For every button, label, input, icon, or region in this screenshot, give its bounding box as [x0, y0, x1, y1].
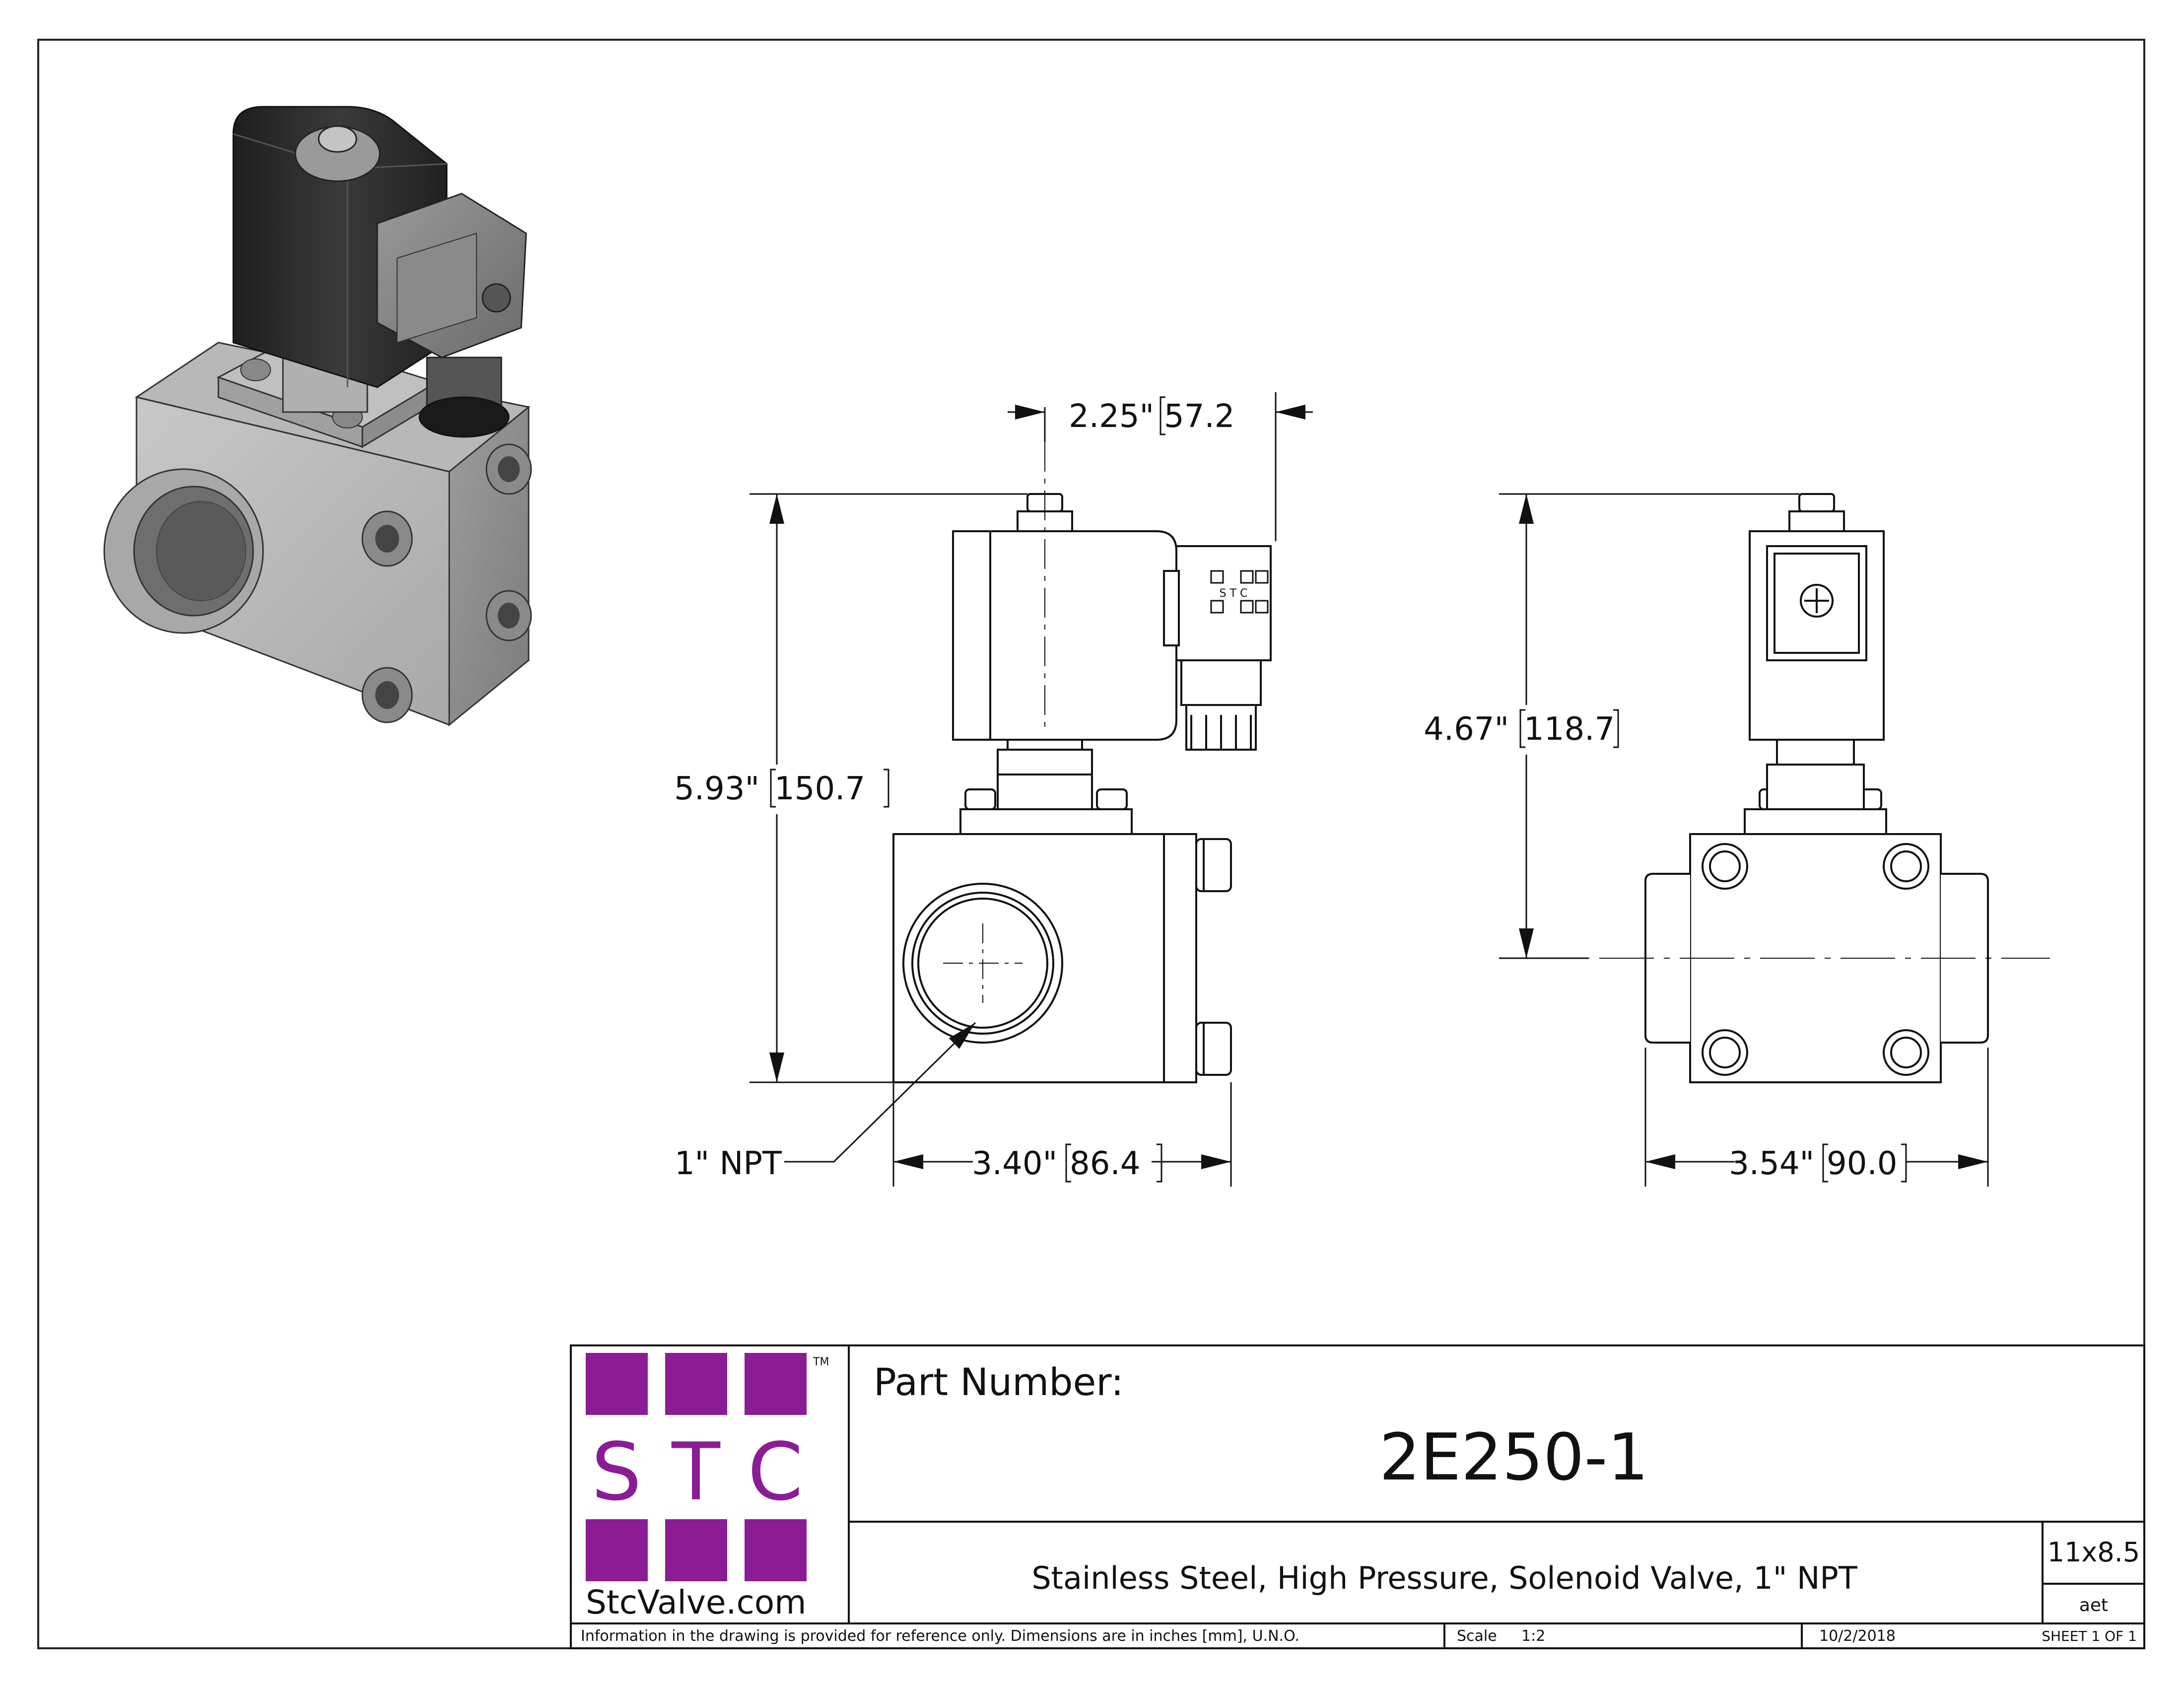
mm-brackets	[770, 396, 1907, 1183]
dim-port-label: 1" NPT	[675, 1145, 782, 1182]
dim-side-width-mm: 90.0	[1827, 1145, 1898, 1182]
sheet-number: SHEET 1 OF 1	[2042, 1628, 2137, 1644]
dimension-texts: 2.25" 57.2 5.93" 150.7 3.40" 86.4 1" NPT…	[674, 398, 1897, 1182]
drawn-by: aet	[2079, 1595, 2108, 1616]
bolt-icon	[361, 443, 532, 723]
dim-height-total: 5.93"	[674, 771, 759, 807]
sheet-size: 11x8.5	[2048, 1537, 2140, 1568]
website-text: StcValve.com	[586, 1583, 806, 1621]
title-block	[570, 1344, 2145, 1649]
scale-value: 1:2	[1521, 1627, 1545, 1645]
part-number-label: Part Number:	[874, 1360, 1124, 1404]
dim-side-width: 3.54"	[1729, 1145, 1814, 1182]
logo-letter-c: C	[748, 1425, 803, 1518]
connector-label: S T C	[1220, 587, 1248, 600]
logo-letter-t: T	[671, 1425, 721, 1518]
reference-note: Information in the drawing is provided f…	[581, 1627, 1299, 1645]
dim-body-width: 3.40"	[972, 1145, 1057, 1182]
dim-height-side: 4.67"	[1424, 711, 1509, 748]
stc-logo: S T C TM	[586, 1353, 829, 1581]
part-description: Stainless Steel, High Pressure, Solenoid…	[1031, 1560, 1858, 1596]
dim-height-side-mm: 118.7	[1524, 711, 1615, 748]
dim-height-total-mm: 150.7	[774, 771, 865, 807]
isometric-view	[103, 106, 532, 727]
dim-body-width-mm: 86.4	[1070, 1145, 1141, 1182]
dim-width-conn-mm: 57.2	[1164, 398, 1235, 435]
front-view	[892, 442, 1272, 1083]
dim-width-conn: 2.25"	[1069, 398, 1154, 435]
dimension-lines	[750, 392, 1989, 1187]
logo-trademark: TM	[813, 1356, 829, 1368]
drawing-date: 10/2/2018	[1819, 1627, 1896, 1645]
side-view	[1519, 493, 2050, 1083]
scale-label: Scale	[1457, 1627, 1497, 1645]
logo-letter-s: S	[591, 1425, 642, 1518]
part-number: 2E250-1	[1379, 1419, 1649, 1495]
